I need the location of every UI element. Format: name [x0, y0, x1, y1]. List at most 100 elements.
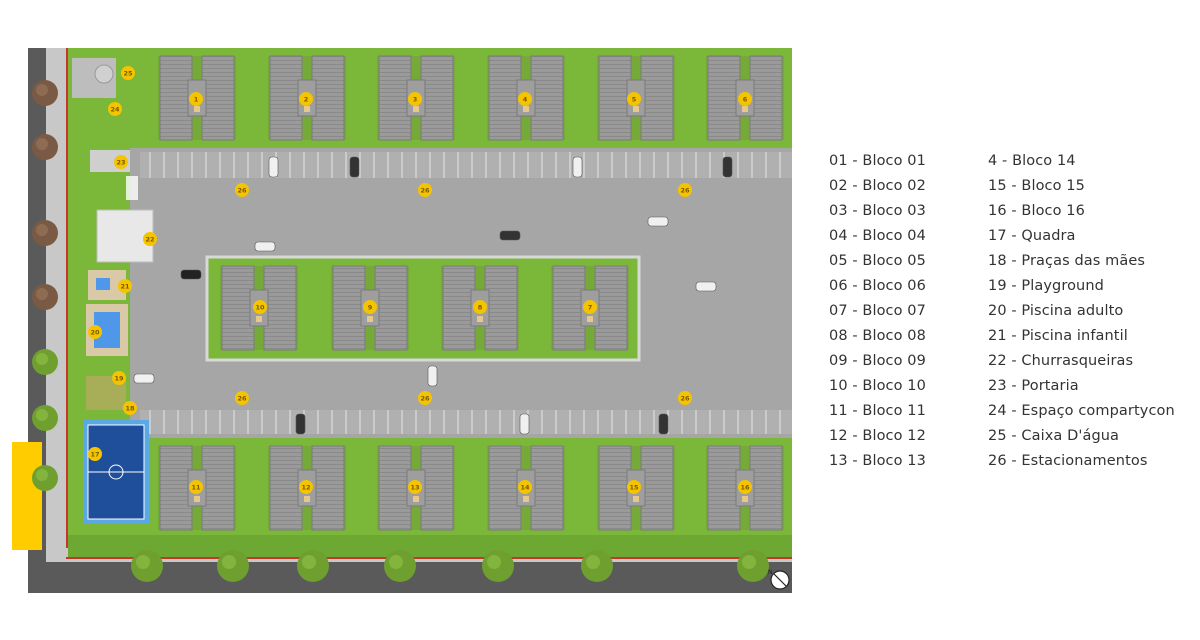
marker-label: 18 — [125, 404, 135, 412]
car-icon — [133, 373, 155, 384]
location-marker: 19 — [112, 371, 126, 385]
marker-label: 13 — [410, 483, 419, 491]
location-marker: 5 — [627, 92, 641, 106]
marker-label: 6 — [743, 95, 748, 103]
legend-item: 16 - Bloco 16 — [988, 203, 1085, 219]
legend-item: 21 - Piscina infantil — [988, 328, 1128, 344]
location-marker: 16 — [738, 480, 752, 494]
tree-icon — [32, 284, 58, 310]
car-icon — [722, 156, 733, 178]
marker-label: 2 — [304, 95, 309, 103]
legend-item: 12 - Bloco 12 — [829, 428, 926, 444]
marker-label: 24 — [110, 105, 120, 113]
location-marker: 8 — [473, 300, 487, 314]
location-marker: 9 — [363, 300, 377, 314]
svg-text:N: N — [768, 569, 773, 576]
marker-label: 8 — [478, 303, 483, 311]
accent-bar — [12, 442, 42, 550]
tree-icon — [482, 550, 514, 582]
car-icon — [180, 269, 202, 280]
location-marker: 26 — [678, 183, 692, 197]
north-arrow-icon: N — [768, 569, 790, 590]
legend-item: 13 - Bloco 13 — [829, 453, 926, 469]
tree-icon — [32, 134, 58, 160]
legend-item: 23 - Portaria — [988, 378, 1079, 394]
legend-item: 15 - Bloco 15 — [988, 178, 1085, 194]
marker-label: 10 — [255, 303, 265, 311]
location-marker: 26 — [235, 183, 249, 197]
building-block — [551, 265, 629, 351]
legend-item: 17 - Quadra — [988, 228, 1076, 244]
location-marker: 26 — [418, 391, 432, 405]
marker-label: 25 — [123, 69, 133, 77]
marker-label: 9 — [368, 303, 373, 311]
car-icon — [254, 241, 276, 252]
kids-pool — [96, 278, 110, 290]
car-icon — [349, 156, 360, 178]
tree-icon — [32, 220, 58, 246]
location-marker: 6 — [738, 92, 752, 106]
marker-label: 16 — [740, 483, 750, 491]
marker-label: 1 — [194, 95, 199, 103]
location-marker: 26 — [418, 183, 432, 197]
location-marker: 1 — [189, 92, 203, 106]
crosswalk — [126, 176, 138, 200]
location-marker: 21 — [118, 279, 132, 293]
car-icon — [427, 365, 438, 387]
tree-icon — [217, 550, 249, 582]
water-tank — [94, 64, 114, 84]
location-marker: 23 — [114, 155, 128, 169]
legend-item: 25 - Caixa D'água — [988, 428, 1120, 444]
car-icon — [572, 156, 583, 178]
legend-item: 4 - Bloco 14 — [988, 153, 1076, 169]
legend-item: 24 - Espaço compartycon — [988, 403, 1175, 419]
car-icon — [695, 281, 717, 292]
location-marker: 26 — [235, 391, 249, 405]
legend-item: 10 - Bloco 10 — [829, 378, 926, 394]
legend-item: 09 - Bloco 09 — [829, 353, 926, 369]
tree-icon — [737, 550, 769, 582]
sidewalk-left — [46, 48, 68, 593]
car-icon — [499, 230, 521, 241]
location-marker: 12 — [299, 480, 313, 494]
car-icon — [647, 216, 669, 227]
marker-label: 14 — [520, 483, 530, 491]
location-marker: 24 — [108, 102, 122, 116]
marker-label: 26 — [237, 394, 247, 402]
car-icon — [658, 413, 669, 435]
curb-red-left — [66, 48, 68, 548]
legend-item: 02 - Bloco 02 — [829, 178, 926, 194]
tree-icon — [32, 465, 58, 491]
location-marker: 3 — [408, 92, 422, 106]
parking-stall-row-bottom — [140, 410, 792, 434]
location-marker: 13 — [408, 480, 422, 494]
location-marker: 14 — [518, 480, 532, 494]
legend-item: 04 - Bloco 04 — [829, 228, 926, 244]
location-marker: 26 — [678, 391, 692, 405]
location-marker: 7 — [583, 300, 597, 314]
legend-item: 07 - Bloco 07 — [829, 303, 926, 319]
location-marker: 11 — [189, 480, 203, 494]
tree-icon — [384, 550, 416, 582]
legend-column-2: 4 - Bloco 14 15 - Bloco 15 16 - Bloco 16 17… — [988, 152, 1175, 477]
marker-label: 12 — [301, 483, 310, 491]
tree-icon — [32, 349, 58, 375]
marker-label: 26 — [420, 394, 430, 402]
marker-label: 26 — [237, 186, 247, 194]
legend-item: 26 - Estacionamentos — [988, 453, 1148, 469]
marker-label: 26 — [420, 186, 430, 194]
marker-label: 17 — [90, 450, 99, 458]
building-block — [377, 55, 455, 141]
marker-label: 5 — [632, 95, 637, 103]
legend-item: 08 - Bloco 08 — [829, 328, 926, 344]
car-icon — [295, 413, 306, 435]
legend-item: 18 - Praças das mães — [988, 253, 1145, 269]
tree-icon — [297, 550, 329, 582]
bbq-pavilion — [96, 209, 154, 263]
marker-label: 20 — [90, 328, 100, 336]
legend-item: 06 - Bloco 06 — [829, 278, 926, 294]
legend-item: 03 - Bloco 03 — [829, 203, 926, 219]
